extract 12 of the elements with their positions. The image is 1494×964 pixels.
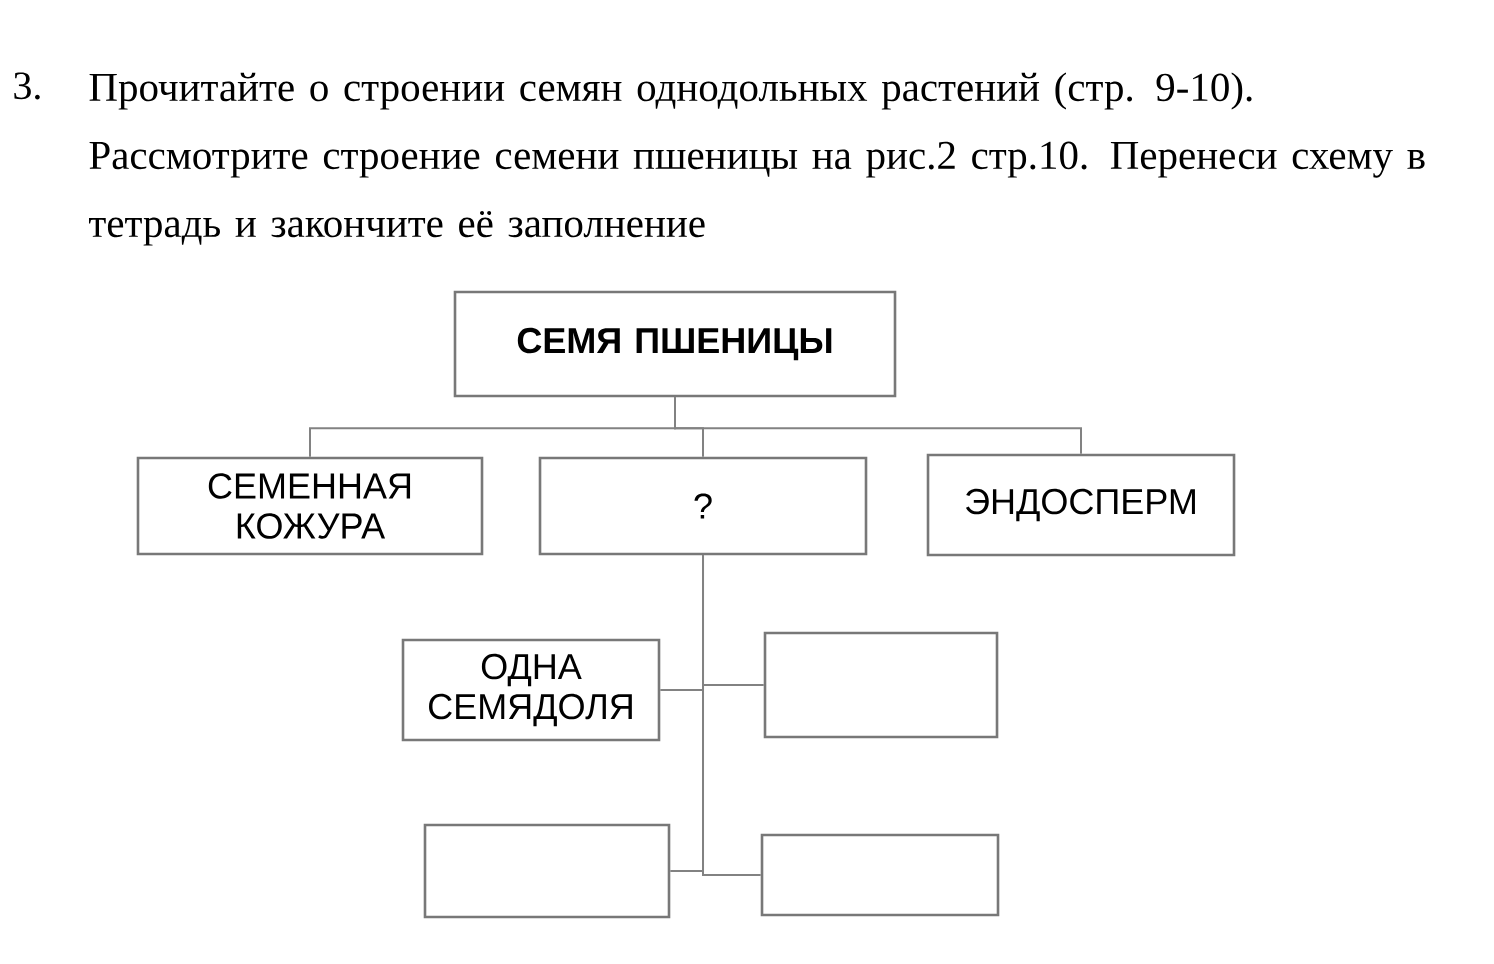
text-box: ЭНДОСПЕРМ (926, 453, 1236, 557)
empty-box (760, 833, 1000, 917)
item-number: 3. (14, 72, 40, 100)
connector-line (702, 554, 762, 876)
text-box: ОДНА СЕМЯДОЛЯ (401, 638, 661, 742)
title-box: СЕМЯ ПШЕНИЦЫ (453, 290, 897, 398)
text-box: ? (538, 456, 868, 556)
empty-box (763, 631, 999, 739)
text-box: СЕМЕННАЯ КОЖУРА (136, 456, 484, 556)
instruction-text: Прочитайте о строении семян однодольных растений (стр. 9-10). Рассмотрите строение семени пшеницы на рис.2 стр.10. Перенеси схему в тетрадь и закончите её заполнение (89, 72, 1425, 246)
empty-box (423, 823, 671, 919)
connector-line (674, 396, 1082, 455)
